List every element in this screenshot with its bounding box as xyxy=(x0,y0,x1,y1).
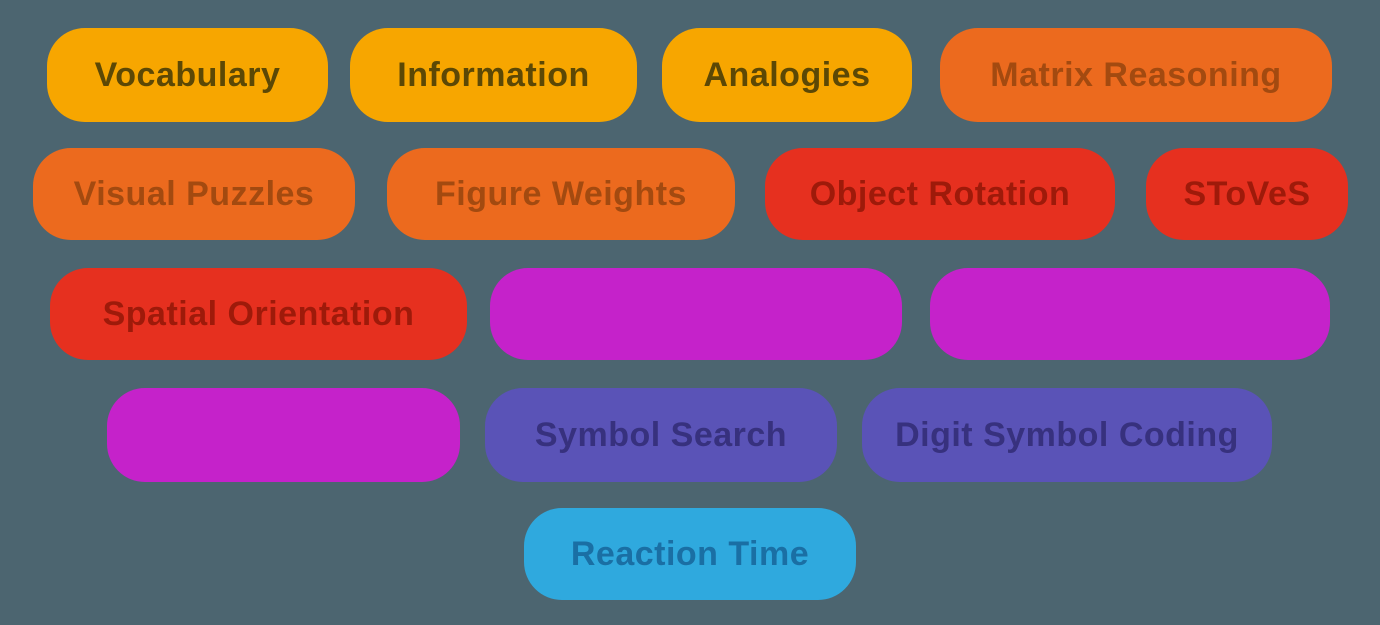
pill-label: Symbol Search xyxy=(534,415,788,454)
pill-unlabeled-2 xyxy=(930,268,1330,360)
pill-label: Visual Puzzles xyxy=(73,174,315,213)
pill-label: Digit Symbol Coding xyxy=(895,415,1239,454)
pill-reaction-time: Reaction Time xyxy=(524,508,856,600)
pill-label: Information xyxy=(397,55,590,94)
pill-label: Vocabulary xyxy=(94,55,281,94)
pill-vocabulary: Vocabulary xyxy=(47,28,328,122)
pill-spatial-orientation: Spatial Orientation xyxy=(50,268,467,360)
pill-label: Object Rotation xyxy=(809,174,1071,213)
pill-information: Information xyxy=(350,28,637,122)
pill-figure-weights: Figure Weights xyxy=(387,148,735,240)
pill-matrix-reasoning: Matrix Reasoning xyxy=(940,28,1332,122)
pill-label: Reaction Time xyxy=(570,534,810,573)
pill-object-rotation: Object Rotation xyxy=(765,148,1115,240)
pill-label: SToVeS xyxy=(1183,174,1311,213)
pill-unlabeled-1 xyxy=(490,268,902,360)
pill-stoves: SToVeS xyxy=(1146,148,1348,240)
pill-visual-puzzles: Visual Puzzles xyxy=(33,148,355,240)
pill-label: Matrix Reasoning xyxy=(990,55,1282,94)
pill-digit-symbol-coding: Digit Symbol Coding xyxy=(862,388,1272,482)
pill-label: Spatial Orientation xyxy=(102,294,415,333)
pill-unlabeled-3 xyxy=(107,388,460,482)
pill-label: Analogies xyxy=(703,55,871,94)
pill-label: Figure Weights xyxy=(435,174,687,213)
pill-analogies: Analogies xyxy=(662,28,912,122)
pill-symbol-search: Symbol Search xyxy=(485,388,837,482)
